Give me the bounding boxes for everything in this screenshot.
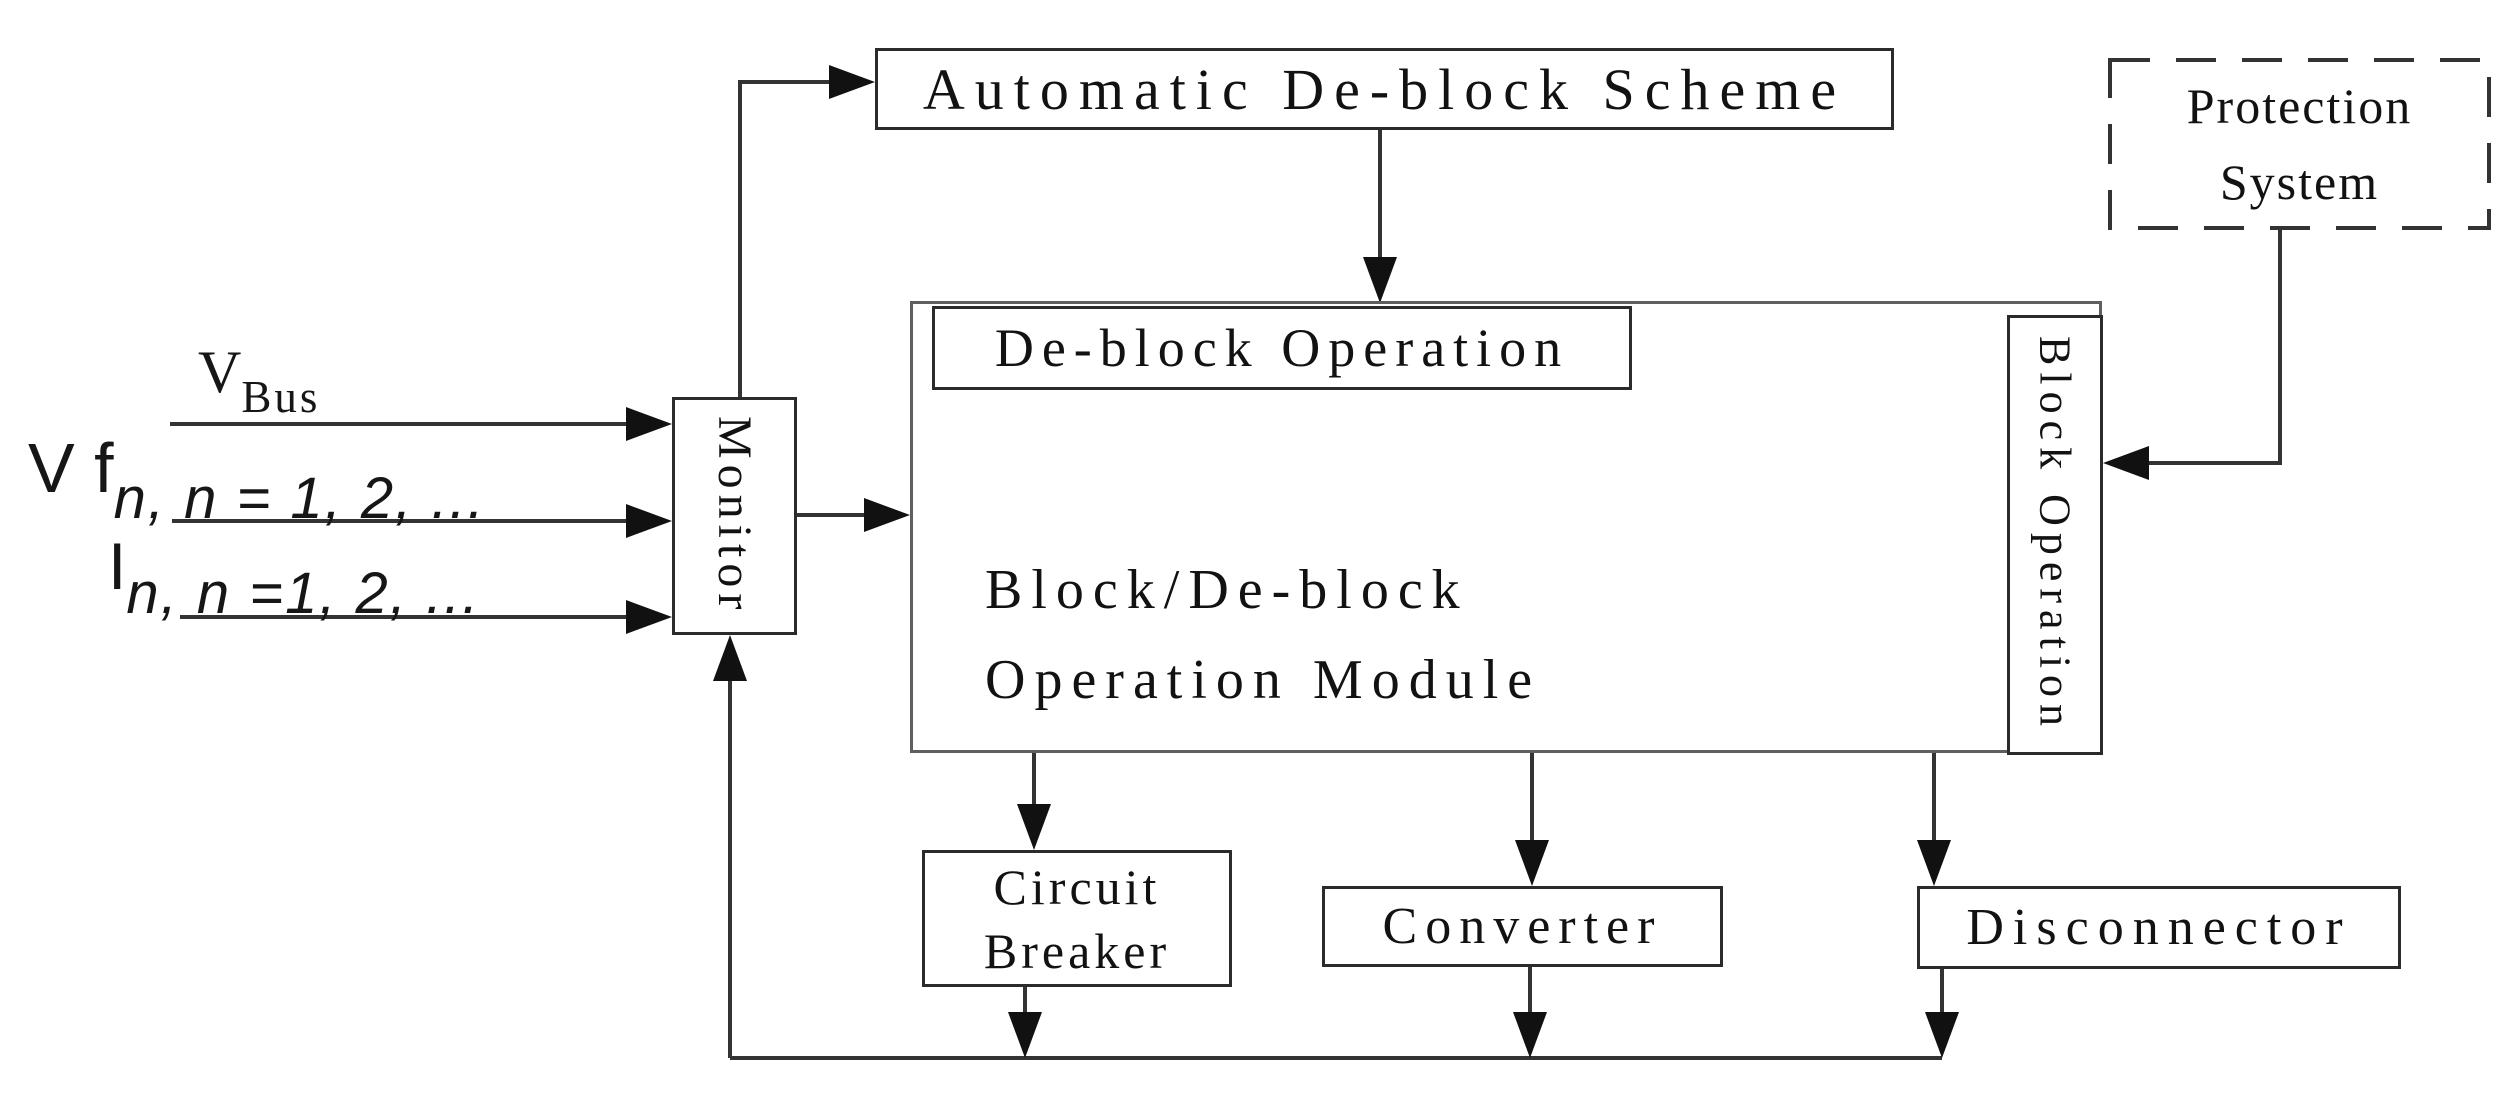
circuit-breaker-line1: Circuit [993,858,1161,915]
box-protection-system: Protection System [2110,60,2489,228]
block-deblock-module-caption: Block/De-block Operation Module [985,545,1705,725]
vf-base: V f [28,429,114,507]
module-caption-line2: Operation Module [985,649,1542,711]
protection-system-line1: Protection [2186,78,2413,134]
automatic-deblock-scheme-label: Automatic De-block Scheme [922,56,1847,122]
i-base: I [108,529,127,603]
protection-system-line2: System [2219,154,2380,210]
block-operation-label: Block Operation [2030,336,2080,734]
module-caption-line1: Block/De-block [985,559,1469,621]
box-block-operation: Block Operation [2007,315,2103,755]
box-converter: Converter [1322,886,1723,967]
vbus-base: V [198,339,242,405]
label-i: In, n =1, 2, ... [108,528,480,626]
vbus-sub: Bus [241,372,321,422]
label-vbus: VBus [198,338,320,422]
box-circuit-breaker: Circuit Breaker [922,850,1232,987]
circuit-breaker-line2: Breaker [983,922,1171,979]
deblock-operation-label: De-block Operation [994,318,1570,378]
i-sub: n, n =1, 2, ... [126,561,481,626]
box-deblock-operation: De-block Operation [932,306,1632,390]
box-monitor: Monitor [672,397,797,635]
box-disconnector: Disconnector [1917,886,2401,969]
converter-label: Converter [1382,898,1663,955]
vf-sub: n, n = 1, 2, ... [113,466,486,531]
label-vf: V fn, n = 1, 2, ... [28,428,486,531]
box-automatic-deblock-scheme: Automatic De-block Scheme [875,48,1894,130]
disconnector-label: Disconnector [1966,899,2352,956]
monitor-label: Monitor [708,416,761,616]
